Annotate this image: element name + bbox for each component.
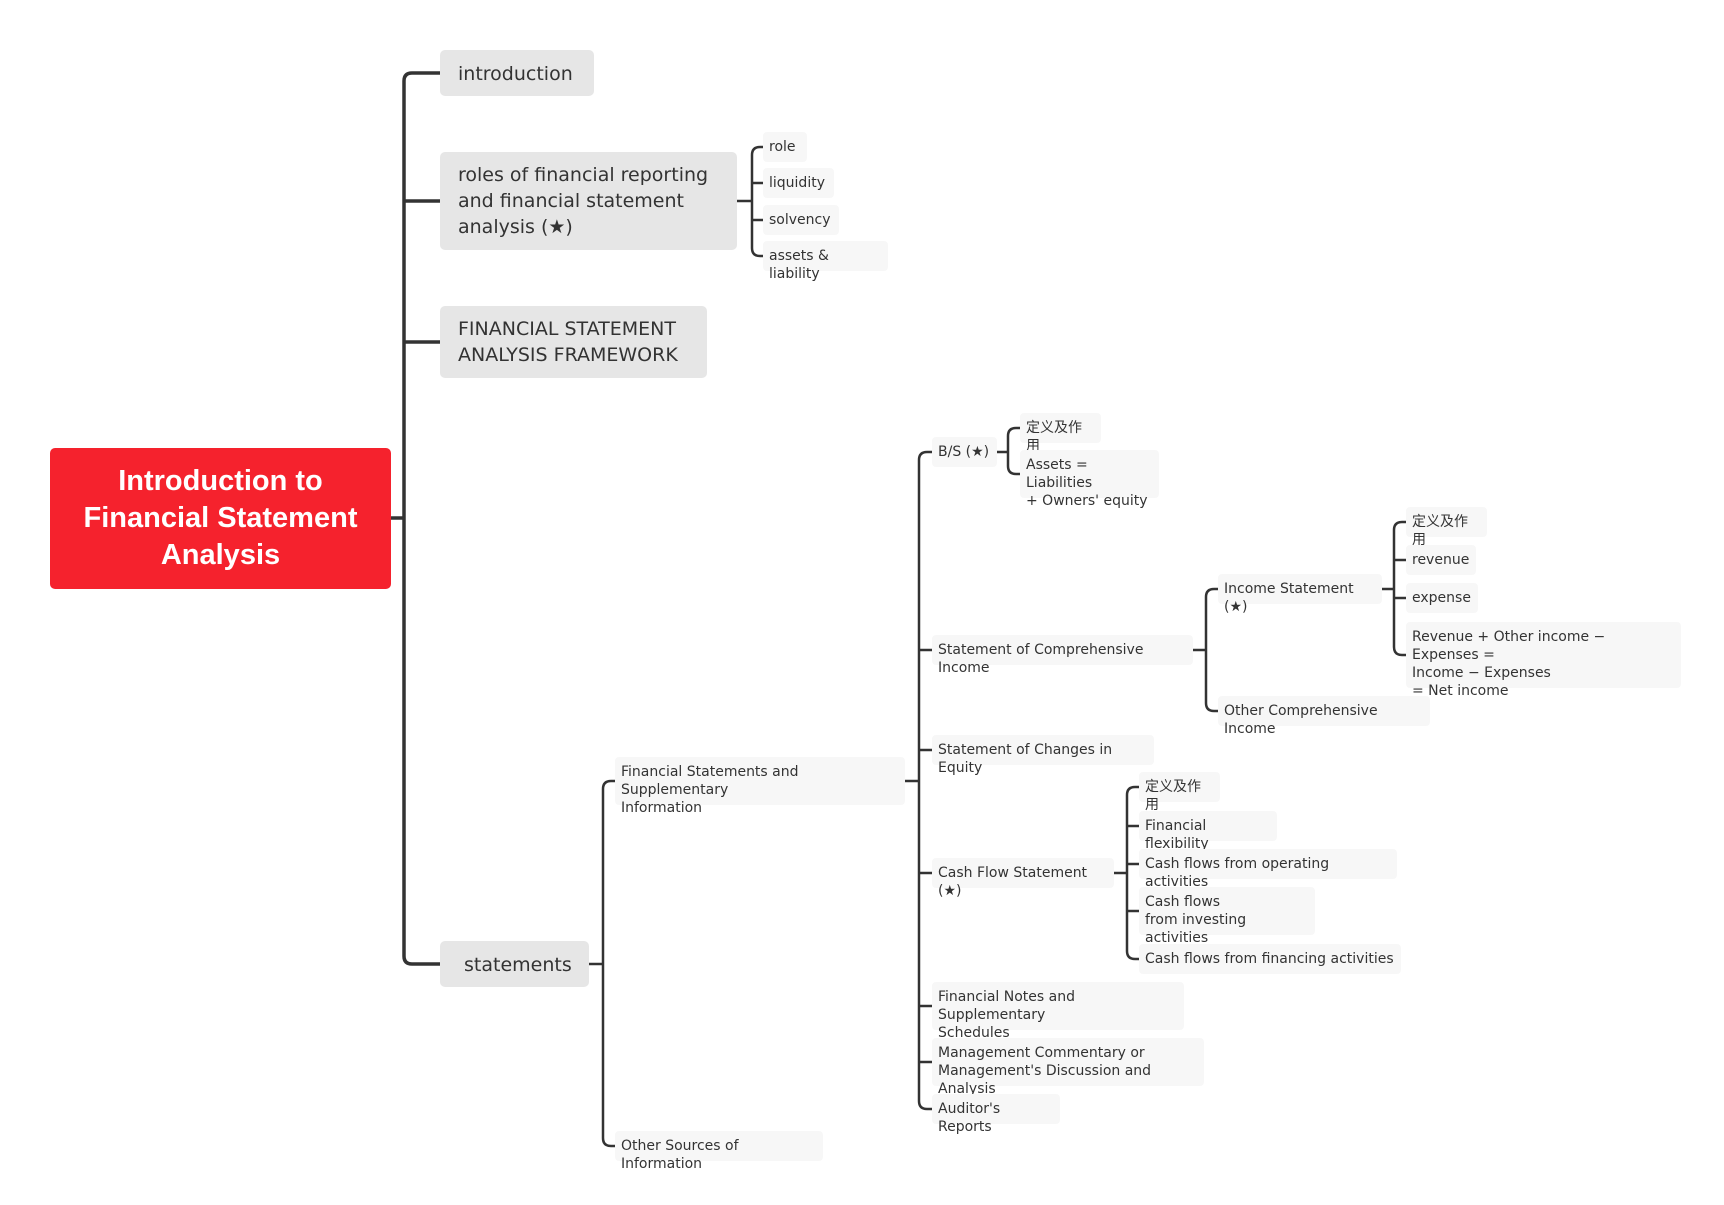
connector-sci <box>1191 587 1220 713</box>
topic-introduction[interactable]: introduction <box>440 50 594 96</box>
topic-framework[interactable]: FINANCIAL STATEMENT ANALYSIS FRAMEWORK <box>440 306 707 378</box>
topic-expense[interactable]: expense <box>1406 583 1478 613</box>
connector-income-statement <box>1380 520 1408 657</box>
connector-statements <box>587 779 617 1148</box>
topic-assets-liability[interactable]: assets & liability <box>763 241 888 282</box>
topic-cfs-definition[interactable]: 定义及作用 <box>1139 772 1220 813</box>
topic-other-sources[interactable]: Other Sources of Information <box>615 1131 823 1172</box>
topic-sci[interactable]: Statement of Comprehensive Income <box>932 635 1193 676</box>
topic-net-income-formula[interactable]: Revenue + Other income − Expenses = Inco… <box>1406 622 1681 699</box>
topic-roles[interactable]: roles of financial reporting and financi… <box>440 152 737 250</box>
topic-role[interactable]: role <box>763 132 807 162</box>
topic-sce[interactable]: Statement of Changes in Equity <box>932 735 1154 776</box>
topic-solvency[interactable]: solvency <box>763 205 839 235</box>
topic-bs-definition[interactable]: 定义及作用 <box>1020 413 1101 454</box>
topic-cfs[interactable]: Cash Flow Statement (★) <box>932 858 1114 899</box>
topic-financial-flexibility[interactable]: Financial flexibility <box>1139 811 1277 852</box>
connector-roles <box>735 145 765 258</box>
topic-oci[interactable]: Other Comprehensive Income <box>1218 696 1430 737</box>
topic-notes[interactable]: Financial Notes and Supplementary Schedu… <box>932 982 1184 1041</box>
topic-is-definition[interactable]: 定义及作用 <box>1406 507 1487 548</box>
root-topic[interactable]: Introduction to Financial Statement Anal… <box>50 448 391 589</box>
topic-cf-financing[interactable]: Cash flows from financing activities <box>1139 944 1401 974</box>
topic-mda[interactable]: Management Commentary or Management's Di… <box>932 1038 1204 1097</box>
connector-cfs <box>1112 785 1141 961</box>
topic-fs-supplementary[interactable]: Financial Statements and Supplementary I… <box>615 757 905 816</box>
topic-cf-operating[interactable]: Cash flows from operating activities <box>1139 849 1397 890</box>
topic-statements[interactable]: statements <box>440 941 589 987</box>
topic-income-statement[interactable]: Income Statement (★) <box>1218 574 1382 615</box>
topic-bs[interactable]: B/S (★) <box>932 437 997 467</box>
topic-revenue[interactable]: revenue <box>1406 545 1476 575</box>
topic-bs-equation[interactable]: Assets = Liabilities + Owners' equity <box>1020 450 1159 509</box>
topic-liquidity[interactable]: liquidity <box>763 168 834 198</box>
connector-root <box>389 71 442 966</box>
connector-fs-supplementary <box>903 450 934 1111</box>
connector-bs <box>995 426 1022 476</box>
topic-cf-investing[interactable]: Cash flows from investing activities <box>1139 887 1315 946</box>
topic-auditor[interactable]: Auditor's Reports <box>932 1094 1060 1135</box>
